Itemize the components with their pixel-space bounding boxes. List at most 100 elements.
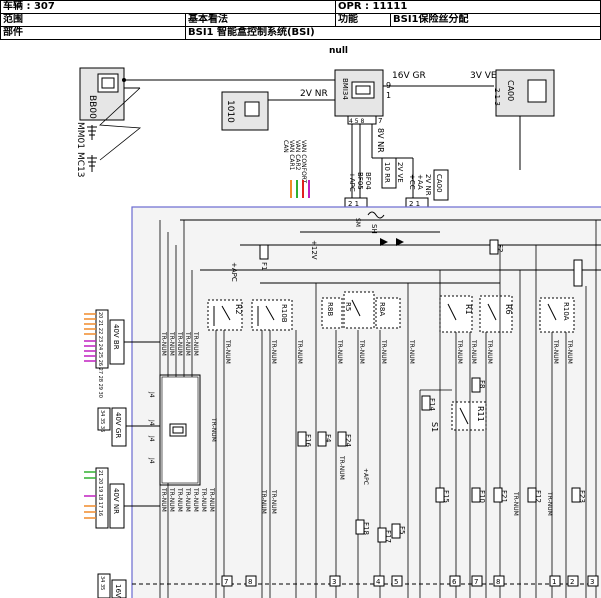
bf04-label: BF04 [364,172,372,190]
tr-num-19: TR-NUM [338,455,345,480]
bottom-pin-1: 8 [248,578,252,586]
ca00-pins-label: 2 1 3 [493,88,501,106]
bottom-pin-6: 7 [474,578,478,586]
can-van-car1: VAN CAR1 [288,140,295,171]
j4-b: J4 [148,419,155,426]
tr-num-4: TR-NUM [184,331,191,356]
mm01-ground: MM01 [75,122,97,149]
box-10rr-label: 10 RR [383,162,391,183]
box-ca00-label: CA00 [435,174,443,193]
fuse-f5-label: F5 [398,526,406,534]
relay-r11: R11 [451,401,487,431]
s1-label: S1 [430,422,439,432]
ca00-label: CA00 [506,80,515,101]
relay-r1-label: R1 [464,304,473,315]
pin-1-label: 1 [386,91,391,100]
tr-num-1: TR-NUM [160,331,167,356]
bottom-pin-boxes [221,575,599,587]
bottom-pin-7: 8 [496,578,500,586]
relay-r6: R6 [479,295,513,333]
fuse-f14: F14 [421,395,436,411]
fuse-f24: F24 [337,431,352,447]
tr-num-28: TR-NUM [208,487,215,512]
bottom-pin-2: 3 [332,578,336,586]
relay-r2: R2 [207,299,243,331]
tr-num-13: TR-NUM [456,339,463,364]
fuse-f17: F17 [377,527,392,543]
fuse-f17-label: F17 [384,530,392,543]
relay-r10a-label: R10A [562,302,570,321]
tr-num-17: TR-NUM [566,339,573,364]
tr-num-27: TR-NUM [200,487,207,512]
connector-40v-nr: 40V NR 21 20 19 18 17 16 [95,467,125,529]
tr-num-15: TR-NUM [486,339,493,364]
b1010-label: 1010 [225,100,235,123]
tr-num-26: TR-NUM [192,487,199,512]
rl-resistor [573,259,583,287]
pins-40v-gr: 34 35 36 [99,410,105,432]
connector-40v-gr: 40V GR 34 35 36 [97,407,127,447]
fuse-f5: F5 [391,523,406,539]
connector-40v-br-label: 40V BR [112,324,120,350]
box-aa-label: +AA [416,174,424,190]
diode-1 [380,238,388,246]
header-table: 车辆 : 307 OPR : 11111 范围 基本看法 功能 BSI1保险丝分… [0,0,601,40]
tr-num-11: TR-NUM [380,339,387,364]
relay-r8b-label: R8B [326,302,334,316]
can-van-confort: VAN CONFORT [300,140,307,184]
connector-3v-ve-label: 3V VE [470,71,497,81]
can-van-car2: VAN CAR2 [294,140,301,171]
mm01-label: MM01 [75,122,85,149]
fuse-f4-label: F4 [324,434,332,443]
tr-num-2: TR-NUM [168,331,175,356]
bf05-label: BF05 [356,172,364,190]
relay-r8a: R8A [375,297,401,329]
pins-40v-nr: 21 20 19 18 17 16 [97,470,103,516]
bsi-frame [131,206,601,598]
fuse-f8: F8 [471,377,486,393]
bottom-pin-9: 2 [570,578,574,586]
j4-d: J4 [148,457,155,464]
bb00-label: BB00 [87,95,97,119]
fuse-f10: F10 [471,487,486,503]
part-label: 部件 [0,26,186,40]
tr-num-29: TR-NUM [260,489,267,514]
bb00-component: BB00 [79,67,125,121]
fuse-f18-label: F18 [362,522,370,535]
fuse-f4: F4 [317,431,332,447]
relay-r8b: R8B [321,297,343,329]
bf-pins-label: 2 1 [348,200,359,208]
connector-16v: 16V 34 35 [97,573,127,598]
cc-pins-label: 2 1 [409,200,420,208]
apc2-label: +APC [362,468,369,485]
bottom-pin-4: 5 [394,578,398,586]
b1010-component: 1010 [221,91,269,131]
relay-r10b-label: R10B [280,304,288,323]
relay-r10a: R10A [539,297,575,333]
tr-num-6: TR-NUM [224,339,231,364]
fuse-f1: F1 [259,244,269,270]
relay-r1: R1 [439,295,473,333]
sh-label: SH [370,224,378,234]
tr-num-9: TR-NUM [336,339,343,364]
relay-r6-label: R6 [504,304,513,315]
tr-num-14: TR-NUM [470,339,477,364]
bottom-pin-labels: 7 8 3 4 5 6 7 8 1 2 3 [224,578,594,586]
box-10rr: 10 RR [381,157,397,189]
connector-40v-nr-label: 40V NR [112,488,120,514]
tr-num-16: TR-NUM [552,339,559,364]
connector-8v-nr-label: 8V NR [376,128,385,153]
tr-num-10: TR-NUM [358,339,365,364]
left-wires-br [84,313,96,362]
pins-16v: 34 35 [99,576,105,590]
tr-num-23: TR-NUM [168,487,175,512]
bottom-pin-0: 7 [224,578,228,586]
relay-r2-label: R2 [234,304,243,315]
ground-zigzag [99,87,142,161]
tr-num-7: TR-NUM [270,339,277,364]
part-value: BSI1 智能盒控制系统(BSI) [185,26,601,40]
connector-16v-label: 16V [114,584,122,598]
fuse-f18: F18 [355,519,370,535]
connector-40v-gr-label: 40V GR [114,412,122,438]
